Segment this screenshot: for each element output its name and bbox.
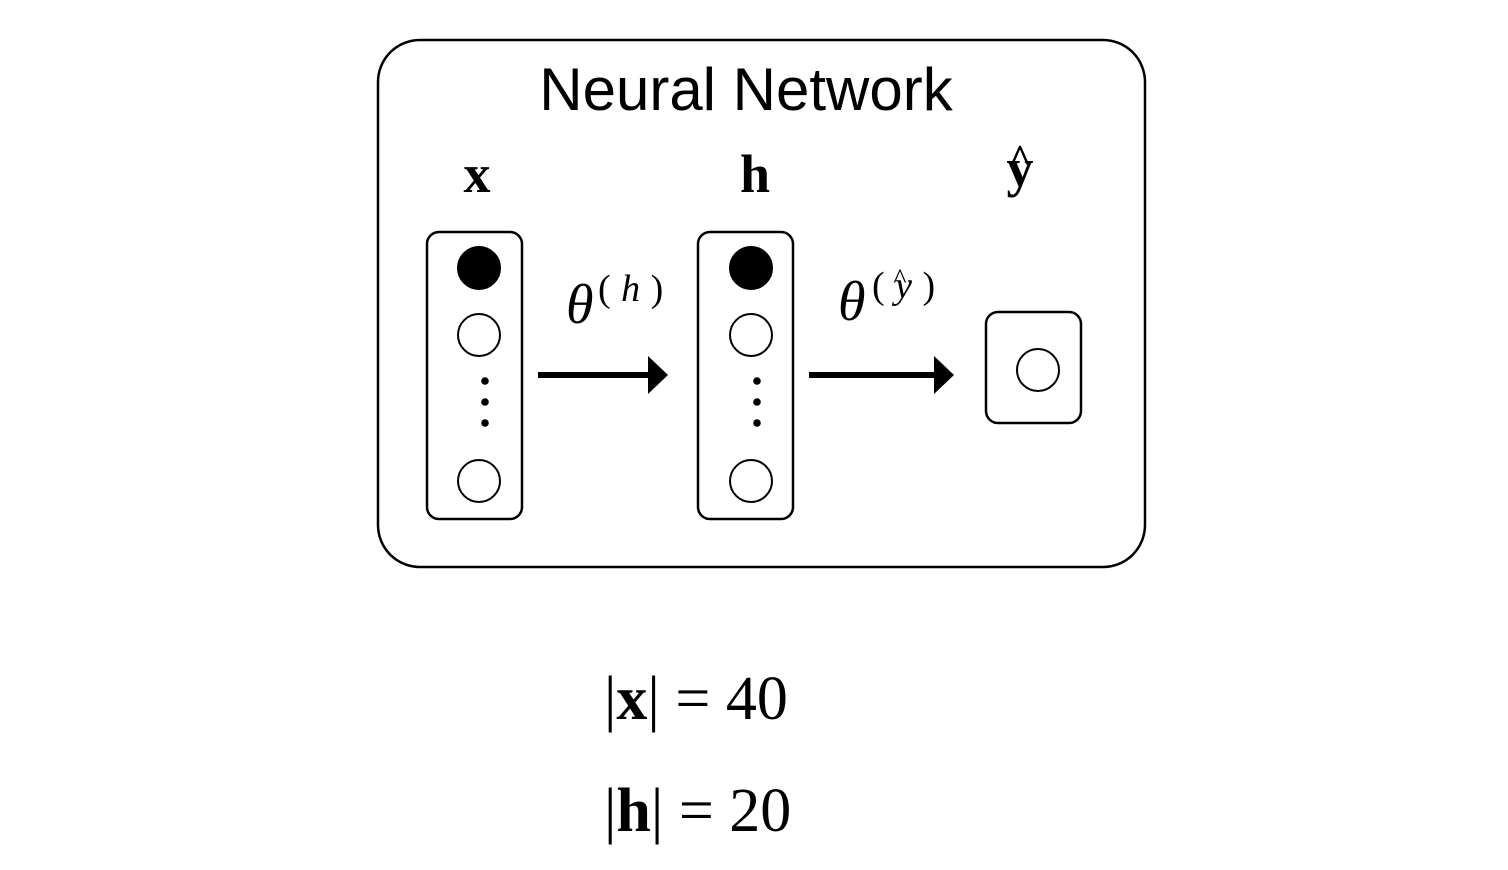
output-node [1016, 348, 1060, 392]
input-layer [425, 230, 524, 521]
input-layer-label: x [464, 144, 491, 204]
diagram-title: Neural Network [539, 56, 953, 123]
equals-sign: = [663, 777, 729, 845]
hidden-to-output-arrow [809, 356, 954, 394]
svg-text:( h ): ( h ) [598, 268, 663, 310]
network-container [376, 38, 1147, 569]
theta-sup-open: ( [598, 268, 611, 310]
theta-sup-close: ) [923, 265, 936, 307]
abs-bar-left: | [604, 777, 616, 845]
theta-hidden-label: θ ( h ) [566, 268, 663, 336]
input-ellipsis [481, 377, 489, 427]
hidden-bias-node [729, 246, 773, 290]
theta-sup-y: y [891, 265, 912, 307]
input-size-value: 40 [726, 665, 788, 733]
abs-bar-right: | [651, 777, 663, 845]
abs-bar-left: | [604, 665, 616, 733]
hidden-node [729, 459, 773, 503]
hidden-node [729, 313, 773, 357]
equals-sign: = [660, 665, 726, 733]
theta-sup-h: h [621, 268, 640, 310]
hidden-layer [696, 230, 795, 521]
theta-sup-open: ( [872, 265, 885, 307]
input-layer-box [425, 230, 524, 521]
hidden-layer-box [696, 230, 795, 521]
theta-sup-close: ) [651, 268, 664, 310]
hidden-size-value: 20 [729, 777, 791, 845]
hidden-layer-label: h [740, 144, 770, 204]
theta-symbol: θ [838, 271, 866, 333]
output-layer-box [984, 310, 1083, 425]
input-to-hidden-arrow [538, 356, 668, 394]
hidden-size-equation: |h| = 20 [604, 777, 791, 845]
hidden-ellipsis [753, 377, 761, 427]
hidden-size-var: h [616, 777, 650, 845]
input-size-var: x [616, 665, 647, 733]
abs-bar-right: | [647, 665, 659, 733]
output-layer-label: y ^ [1007, 136, 1034, 198]
svg-text:θ: θ [566, 274, 594, 336]
svg-text:θ: θ [838, 271, 866, 333]
input-node [457, 459, 501, 503]
output-layer-accent: ^ [1008, 136, 1031, 181]
theta-symbol: θ [566, 274, 594, 336]
output-layer-symbol: y [1007, 138, 1034, 198]
input-node [457, 313, 501, 357]
input-bias-node [457, 246, 501, 290]
theta-sup-y-accent: ^ [893, 264, 906, 295]
input-size-equation: |x| = 40 [604, 665, 788, 733]
svg-text:( y ): ( y ) [872, 265, 935, 307]
theta-output-label: θ ( y ) ^ [838, 264, 935, 333]
output-layer [984, 310, 1083, 425]
